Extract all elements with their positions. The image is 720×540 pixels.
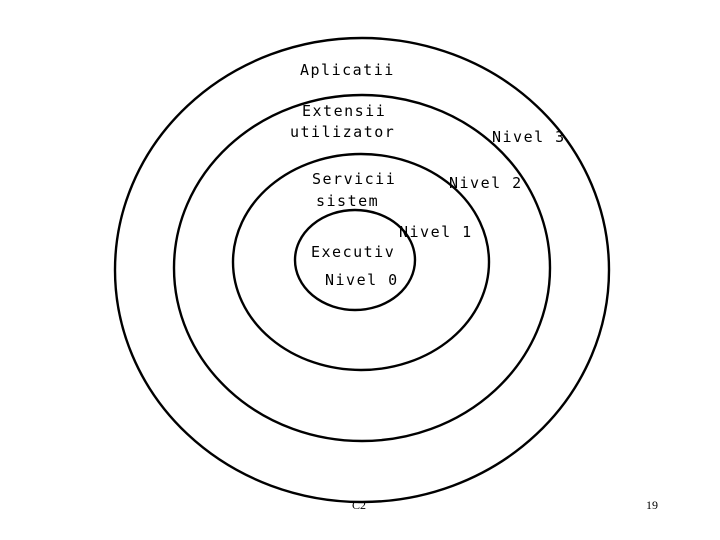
footer-chapter: C2 <box>352 498 367 512</box>
ring-nivel-1 <box>231 152 491 372</box>
label-executiv: Executiv <box>311 243 395 261</box>
label-nivel-0: Nivel 0 <box>325 271 399 289</box>
label-servicii-line1: Servicii <box>312 170 396 188</box>
label-aplicatii: Aplicatii <box>300 61 395 79</box>
ring-nivel-2 <box>172 93 552 443</box>
inner-ring-nivel-0 <box>293 208 417 312</box>
label-extensii-line2: utilizator <box>290 123 395 141</box>
label-servicii-line2: sistem <box>316 192 379 210</box>
footer-page-number: 19 <box>646 498 658 512</box>
label-nivel-1: Nivel 1 <box>399 223 473 241</box>
label-extensii-line1: Extensii <box>302 102 386 120</box>
outer-ring-nivel-3 <box>113 36 611 504</box>
label-nivel-2: Nivel 2 <box>449 174 523 192</box>
label-nivel-3: Nivel 3 <box>492 128 566 146</box>
